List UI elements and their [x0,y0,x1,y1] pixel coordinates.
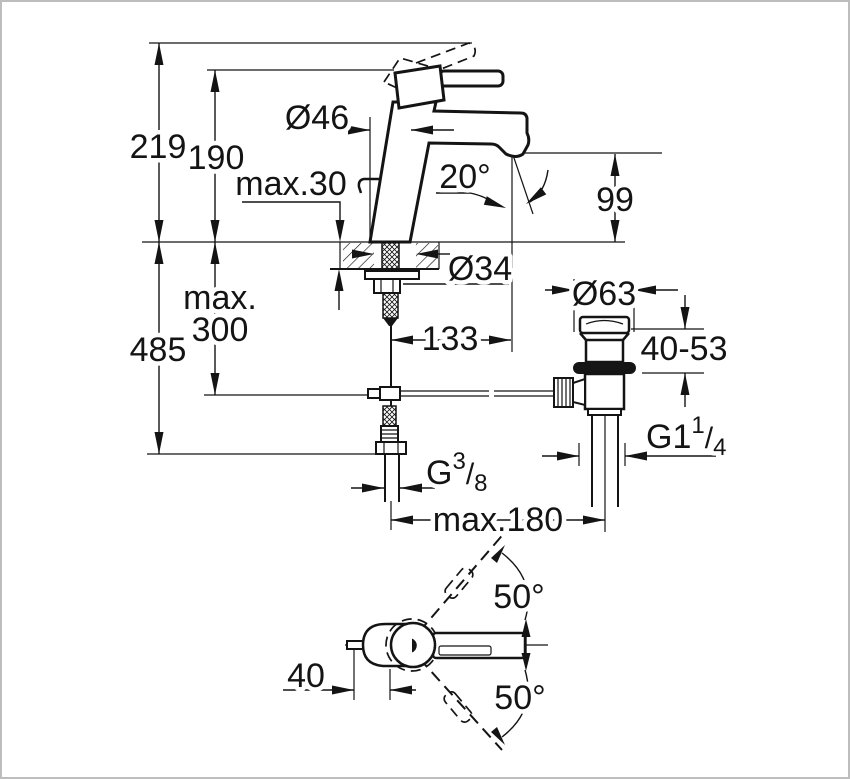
dim-label-40: 40 [287,657,325,695]
lever-raised-dashed [415,42,477,76]
drain-ball-joint [572,377,586,407]
dim-label-190: 190 [188,139,245,177]
dim-label-50-upper: 50° [493,578,544,616]
supply-hose [375,405,407,502]
dim-label-angle20: 20° [439,158,490,196]
lever-handle [437,69,505,88]
dim-label-max300-word: max. [183,279,257,317]
drain-knob [553,377,574,408]
dim-label-g1-1-4: G11/4 [646,412,726,461]
dim-label-max30: max.30 [235,165,347,203]
drain-seal-washer [573,362,636,374]
dim-label-max180: max.180 [433,501,563,539]
dim-label-485: 485 [130,331,187,369]
dim-label-diameter46: Ø46 [285,99,349,137]
handle-cartridge [393,64,446,110]
dim-label-diameter63: Ø63 [572,275,636,313]
pop-up-rod [367,326,554,406]
reference-lines [142,42,704,700]
dim-label-g3-8: G3/8 [426,448,488,497]
dim-label-diameter34: Ø34 [448,250,512,288]
dim-label-133: 133 [422,320,479,358]
faucet-top-view [345,530,548,751]
faucet-side-view [357,42,534,244]
dimension-lines [154,43,716,695]
dim-label-50-lower: 50° [494,679,545,717]
drain-assembly [553,315,636,507]
dim-label-219: 219 [130,128,187,166]
pop-up-knob [357,177,380,194]
faucet-body [368,100,531,244]
drain-plug-cap [578,315,631,335]
mounting-hardware [364,241,420,326]
dim-label-max300-value: 300 [192,311,249,349]
dim-label-40-53: 40-53 [641,330,728,368]
dim-label-99: 99 [596,181,634,219]
dimension-labels: 219 190 max.30 Ø46 20° 99 485 max. 300 Ø… [125,95,732,722]
